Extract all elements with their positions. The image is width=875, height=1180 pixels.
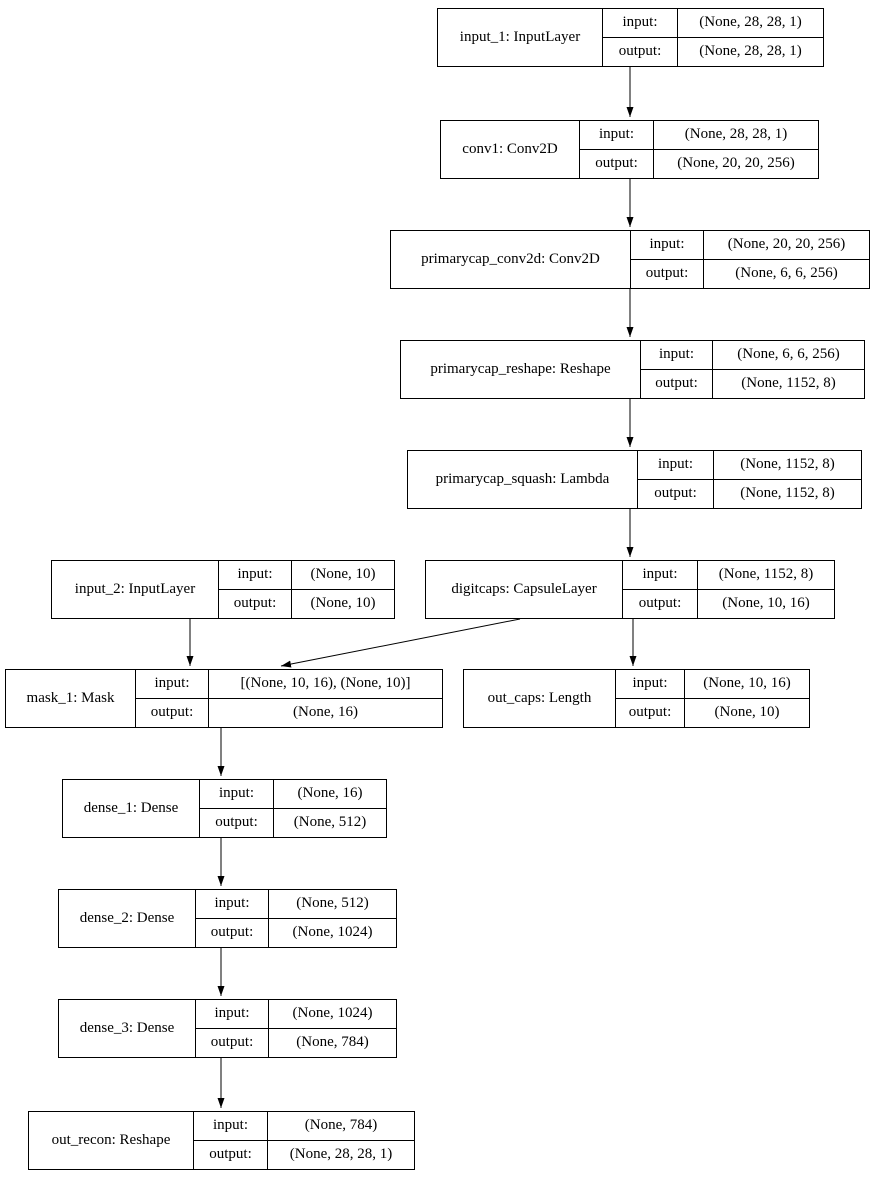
output-row-label: output:	[194, 1140, 268, 1169]
input-shape: [(None, 10, 16), (None, 10)]	[209, 670, 442, 699]
output-shape: (None, 1152, 8)	[740, 485, 835, 502]
output-shape: (None, 512)	[293, 814, 367, 831]
input-shape: (None, 6, 6, 256)	[713, 341, 864, 370]
layer-title: input_1: InputLayer	[438, 9, 603, 66]
input-row-label: input:	[200, 780, 274, 809]
output-shape: (None, 10)	[714, 704, 780, 721]
output-shape: (None, 1024)	[292, 924, 373, 941]
output-row-label: output:	[136, 698, 209, 727]
output-row-label: output:	[196, 918, 269, 947]
layer-node-digitcaps: digitcaps: CapsuleLayer input: output: (…	[425, 560, 835, 619]
layer-title: digitcaps: CapsuleLayer	[426, 561, 623, 618]
output-shape: (None, 1152, 8)	[741, 375, 836, 392]
input-shape: (None, 1152, 8)	[698, 561, 834, 590]
input-shape: (None, 28, 28, 1)	[678, 9, 823, 38]
layer-node-primarycap_reshape: primarycap_reshape: Reshape input: outpu…	[400, 340, 865, 399]
input-shape: (None, 512)	[269, 890, 396, 919]
layer-node-out_caps: out_caps: Length input: output: (None, 1…	[463, 669, 810, 728]
input-shape: (None, 784)	[268, 1112, 414, 1141]
layer-node-out_recon: out_recon: Reshape input: output: (None,…	[28, 1111, 415, 1170]
input-row-label: input:	[580, 121, 654, 150]
layer-node-mask_1: mask_1: Mask input: output: [(None, 10, …	[5, 669, 443, 728]
layer-node-primarycap_conv2d: primarycap_conv2d: Conv2D input: output:…	[390, 230, 870, 289]
input-row-label: input:	[638, 451, 714, 480]
output-shape: (None, 28, 28, 1)	[289, 1146, 393, 1163]
layer-title: dense_3: Dense	[59, 1000, 196, 1057]
output-row-label: output:	[616, 698, 685, 727]
input-row-label: input:	[196, 1000, 269, 1029]
input-shape: (None, 16)	[274, 780, 386, 809]
input-row-label: input:	[631, 231, 704, 260]
layer-node-dense_3: dense_3: Dense input: output: (None, 102…	[58, 999, 397, 1058]
input-row-label: input:	[623, 561, 698, 590]
output-shape: (None, 10)	[310, 595, 376, 612]
input-shape: (None, 1152, 8)	[714, 451, 861, 480]
output-row-label: output:	[603, 37, 678, 66]
output-shape: (None, 16)	[293, 704, 358, 721]
output-row-label: output:	[638, 479, 714, 508]
layer-title: conv1: Conv2D	[441, 121, 580, 178]
output-shape: (None, 784)	[296, 1034, 369, 1051]
layer-node-input_2: input_2: InputLayer input: output: (None…	[51, 560, 395, 619]
input-row-label: input:	[603, 9, 678, 38]
output-row-label: output:	[219, 589, 292, 618]
output-row-label: output:	[641, 369, 713, 398]
input-shape: (None, 20, 20, 256)	[704, 231, 869, 260]
layer-title: input_2: InputLayer	[52, 561, 219, 618]
edge-digitcaps-mask_1	[280, 618, 521, 668]
layer-title: out_recon: Reshape	[29, 1112, 194, 1169]
layer-node-primarycap_squash: primarycap_squash: Lambda input: output:…	[407, 450, 862, 509]
layer-title: primarycap_squash: Lambda	[408, 451, 638, 508]
output-row-label: output:	[200, 808, 274, 837]
input-shape: (None, 10)	[292, 561, 394, 590]
layer-node-conv1: conv1: Conv2D input: output: (None, 28, …	[440, 120, 819, 179]
layer-node-input_1: input_1: InputLayer input: output: (None…	[437, 8, 824, 67]
input-shape: (None, 28, 28, 1)	[654, 121, 818, 150]
input-row-label: input:	[194, 1112, 268, 1141]
layer-title: primarycap_reshape: Reshape	[401, 341, 641, 398]
input-row-label: input:	[196, 890, 269, 919]
input-row-label: input:	[616, 670, 685, 699]
output-shape: (None, 10, 16)	[722, 595, 810, 612]
input-shape: (None, 1024)	[269, 1000, 396, 1029]
layer-title: dense_2: Dense	[59, 890, 196, 947]
layer-title: out_caps: Length	[464, 670, 616, 727]
layer-title: primarycap_conv2d: Conv2D	[391, 231, 631, 288]
layer-title: mask_1: Mask	[6, 670, 136, 727]
input-row-label: input:	[219, 561, 292, 590]
output-row-label: output:	[631, 259, 704, 288]
layer-node-dense_2: dense_2: Dense input: output: (None, 512…	[58, 889, 397, 948]
layer-node-dense_1: dense_1: Dense input: output: (None, 16)…	[62, 779, 387, 838]
input-row-label: input:	[641, 341, 713, 370]
output-row-label: output:	[196, 1028, 269, 1057]
layer-title: dense_1: Dense	[63, 780, 200, 837]
output-shape: (None, 20, 20, 256)	[677, 155, 795, 172]
input-row-label: input:	[136, 670, 209, 699]
output-shape: (None, 6, 6, 256)	[735, 265, 838, 282]
output-shape: (None, 28, 28, 1)	[699, 43, 802, 60]
output-row-label: output:	[623, 589, 698, 618]
output-row-label: output:	[580, 149, 654, 178]
input-shape: (None, 10, 16)	[685, 670, 809, 699]
